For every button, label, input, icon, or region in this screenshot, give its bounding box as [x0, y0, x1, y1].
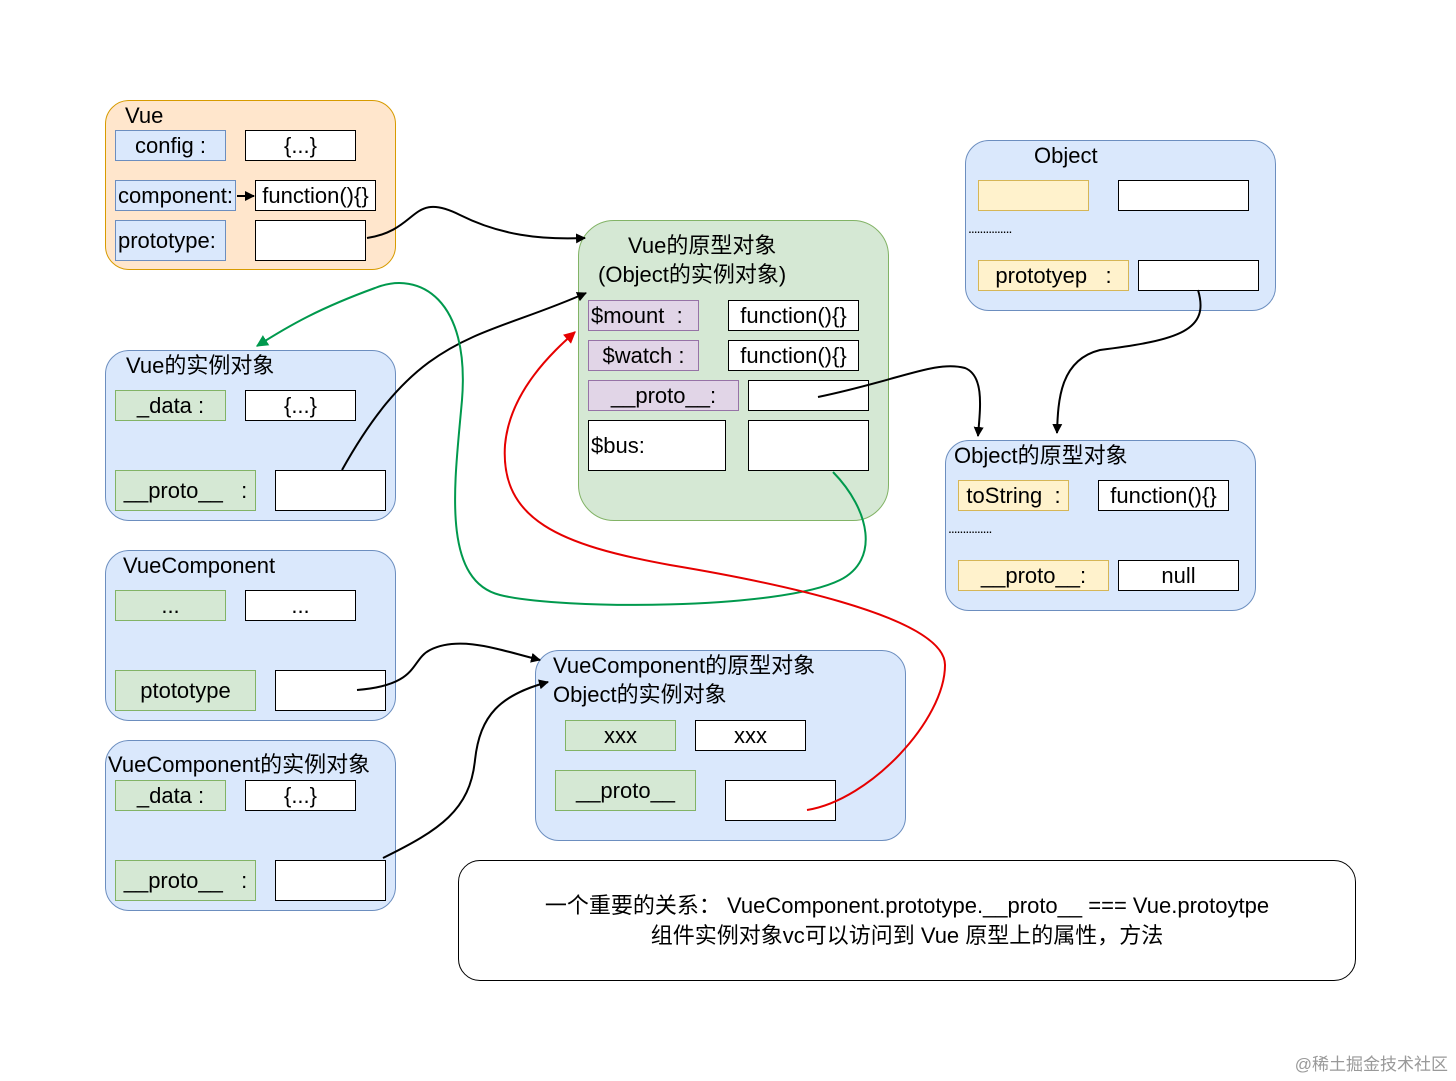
object-empty-label — [978, 180, 1089, 211]
vc-prototype-title-1: VueComponent的原型对象 — [553, 653, 816, 678]
vue-instance-data-value: {...} — [245, 390, 356, 421]
mount-value: function(){} — [728, 300, 859, 331]
vc-instance-proto-slot — [275, 860, 386, 901]
vue-instance-proto-label: __proto__ : — [115, 470, 256, 511]
arrow-bus-to-vue-instance — [255, 282, 867, 606]
arrow-vc-instance-proto-to-vc-proto — [382, 679, 549, 859]
vuecomponent-row1-label: ... — [115, 590, 226, 621]
watch-value: function(){} — [728, 340, 859, 371]
bus-label: $bus: — [588, 420, 726, 471]
vc-prototype-proto-label: __proto__ — [555, 770, 696, 811]
vue-prototype-title-2: (Object的实例对象) — [598, 262, 787, 287]
vuecomponent-prototype-slot — [275, 670, 386, 711]
vc-prototype-row-label: xxx — [565, 720, 676, 751]
vc-prototype-title-2: Object的实例对象 — [553, 682, 727, 707]
vuecomponent-prototype-label: ptototype — [115, 670, 256, 711]
vue-instance-title: Vue的实例对象 — [126, 353, 275, 378]
vue-title: Vue — [125, 103, 164, 128]
vue-instance-proto-slot — [275, 470, 386, 511]
vue-config-label: config : — [115, 130, 226, 161]
relationship-note-line-2: 组件实例对象vc可以访问到 Vue 原型上的属性，方法 — [650, 922, 1164, 948]
bus-slot — [748, 420, 869, 471]
relationship-note-line-1: 一个重要的关系： VueComponent.prototype.__proto_… — [544, 892, 1270, 918]
vue-prototype-label: prototype: — [115, 220, 226, 261]
vuecomponent-title: VueComponent — [123, 553, 276, 578]
vue-prototype-title-1: Vue的原型对象 — [628, 233, 777, 258]
vue-instance-data-label: _data : — [115, 390, 226, 421]
mount-label: $mount : — [588, 300, 699, 331]
object-title: Object — [1034, 143, 1098, 168]
object-prototype-proto-value: null — [1118, 560, 1239, 591]
arrow-vuecomponent-prototype-to-vc-proto — [356, 642, 541, 691]
vue-prototype-proto-slot — [748, 380, 869, 411]
arrow-vue-prototype-to-vue-proto-object — [366, 205, 586, 244]
vc-instance-data-value: {...} — [245, 780, 356, 811]
arrow-vue-instance-proto-to-vue-proto-object — [341, 292, 587, 471]
vue-config-value: {...} — [245, 130, 356, 161]
vuecomponent-row1-value: ... — [245, 590, 356, 621]
relationship-note: 一个重要的关系： VueComponent.prototype.__proto_… — [458, 860, 1356, 981]
tostring-label: toString : — [958, 480, 1069, 511]
object-prototype-dots: ............... — [948, 520, 992, 536]
vue-prototype-proto-label: __proto__: — [588, 380, 739, 411]
object-prototype-title: Object的原型对象 — [954, 443, 1128, 468]
watermark: @稀土掘金技术社区 — [1294, 1055, 1448, 1074]
object-prototype-proto-label: __proto__: — [958, 560, 1109, 591]
watch-label: $watch : — [588, 340, 699, 371]
vue-component-label: component: — [115, 180, 236, 211]
object-prototype-slot — [1138, 260, 1259, 291]
object-prototype-label: prototyep : — [978, 260, 1129, 291]
vue-component-value: function(){} — [255, 180, 376, 211]
vue-prototype-slot — [255, 220, 366, 261]
vc-instance-proto-label: __proto__ : — [115, 860, 256, 901]
object-dots: ............... — [968, 220, 1012, 236]
vc-instance-title: VueComponent的实例对象 — [108, 752, 371, 777]
vc-instance-data-label: _data : — [115, 780, 226, 811]
arrow-vue-proto-proto-to-object-proto — [817, 365, 984, 437]
vc-prototype-row-value: xxx — [695, 720, 806, 751]
object-empty-value — [1118, 180, 1249, 211]
arrow-vc-proto-to-vue-proto-object — [503, 331, 947, 811]
tostring-value: function(){} — [1098, 480, 1229, 511]
arrow-object-prototype-to-object-proto — [1052, 289, 1202, 434]
